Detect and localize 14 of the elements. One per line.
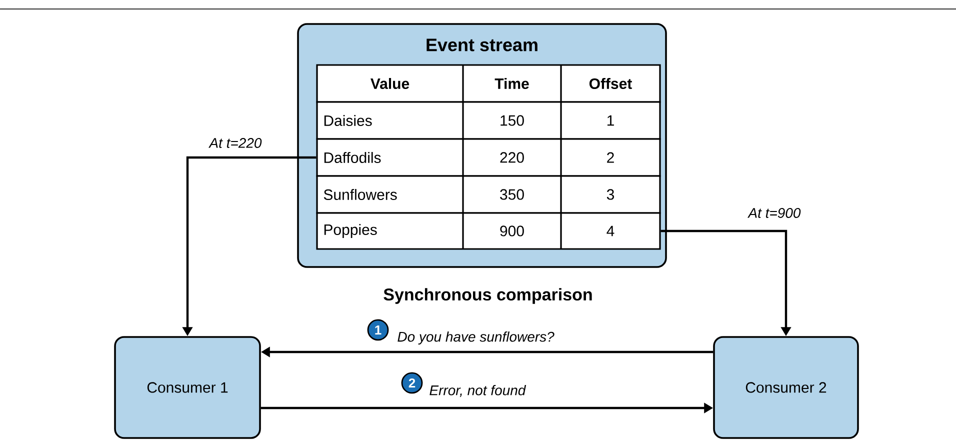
edge-label: Do you have sunflowers? — [396, 330, 556, 346]
table-row: Poppies 900 4 — [316, 212, 661, 250]
table-header-row: Value Time Offset — [316, 64, 661, 103]
consumer-box: Consumer 1 — [114, 336, 261, 439]
section-title: Synchronous comparison — [384, 288, 592, 304]
edge-label: At t=900 — [747, 207, 802, 219]
table-row: Daisies 150 1 — [316, 101, 661, 140]
table-row: Daffodils 220 2 — [316, 138, 661, 177]
callout-number: 2 — [401, 372, 423, 394]
callout-number: 1 — [367, 319, 389, 341]
consumer-box: Consumer 2 — [713, 336, 859, 439]
edge-label: At t=220 — [208, 137, 263, 149]
edge-label: Error, not found — [428, 384, 527, 398]
table-row: Sunflowers 350 3 — [316, 175, 661, 214]
